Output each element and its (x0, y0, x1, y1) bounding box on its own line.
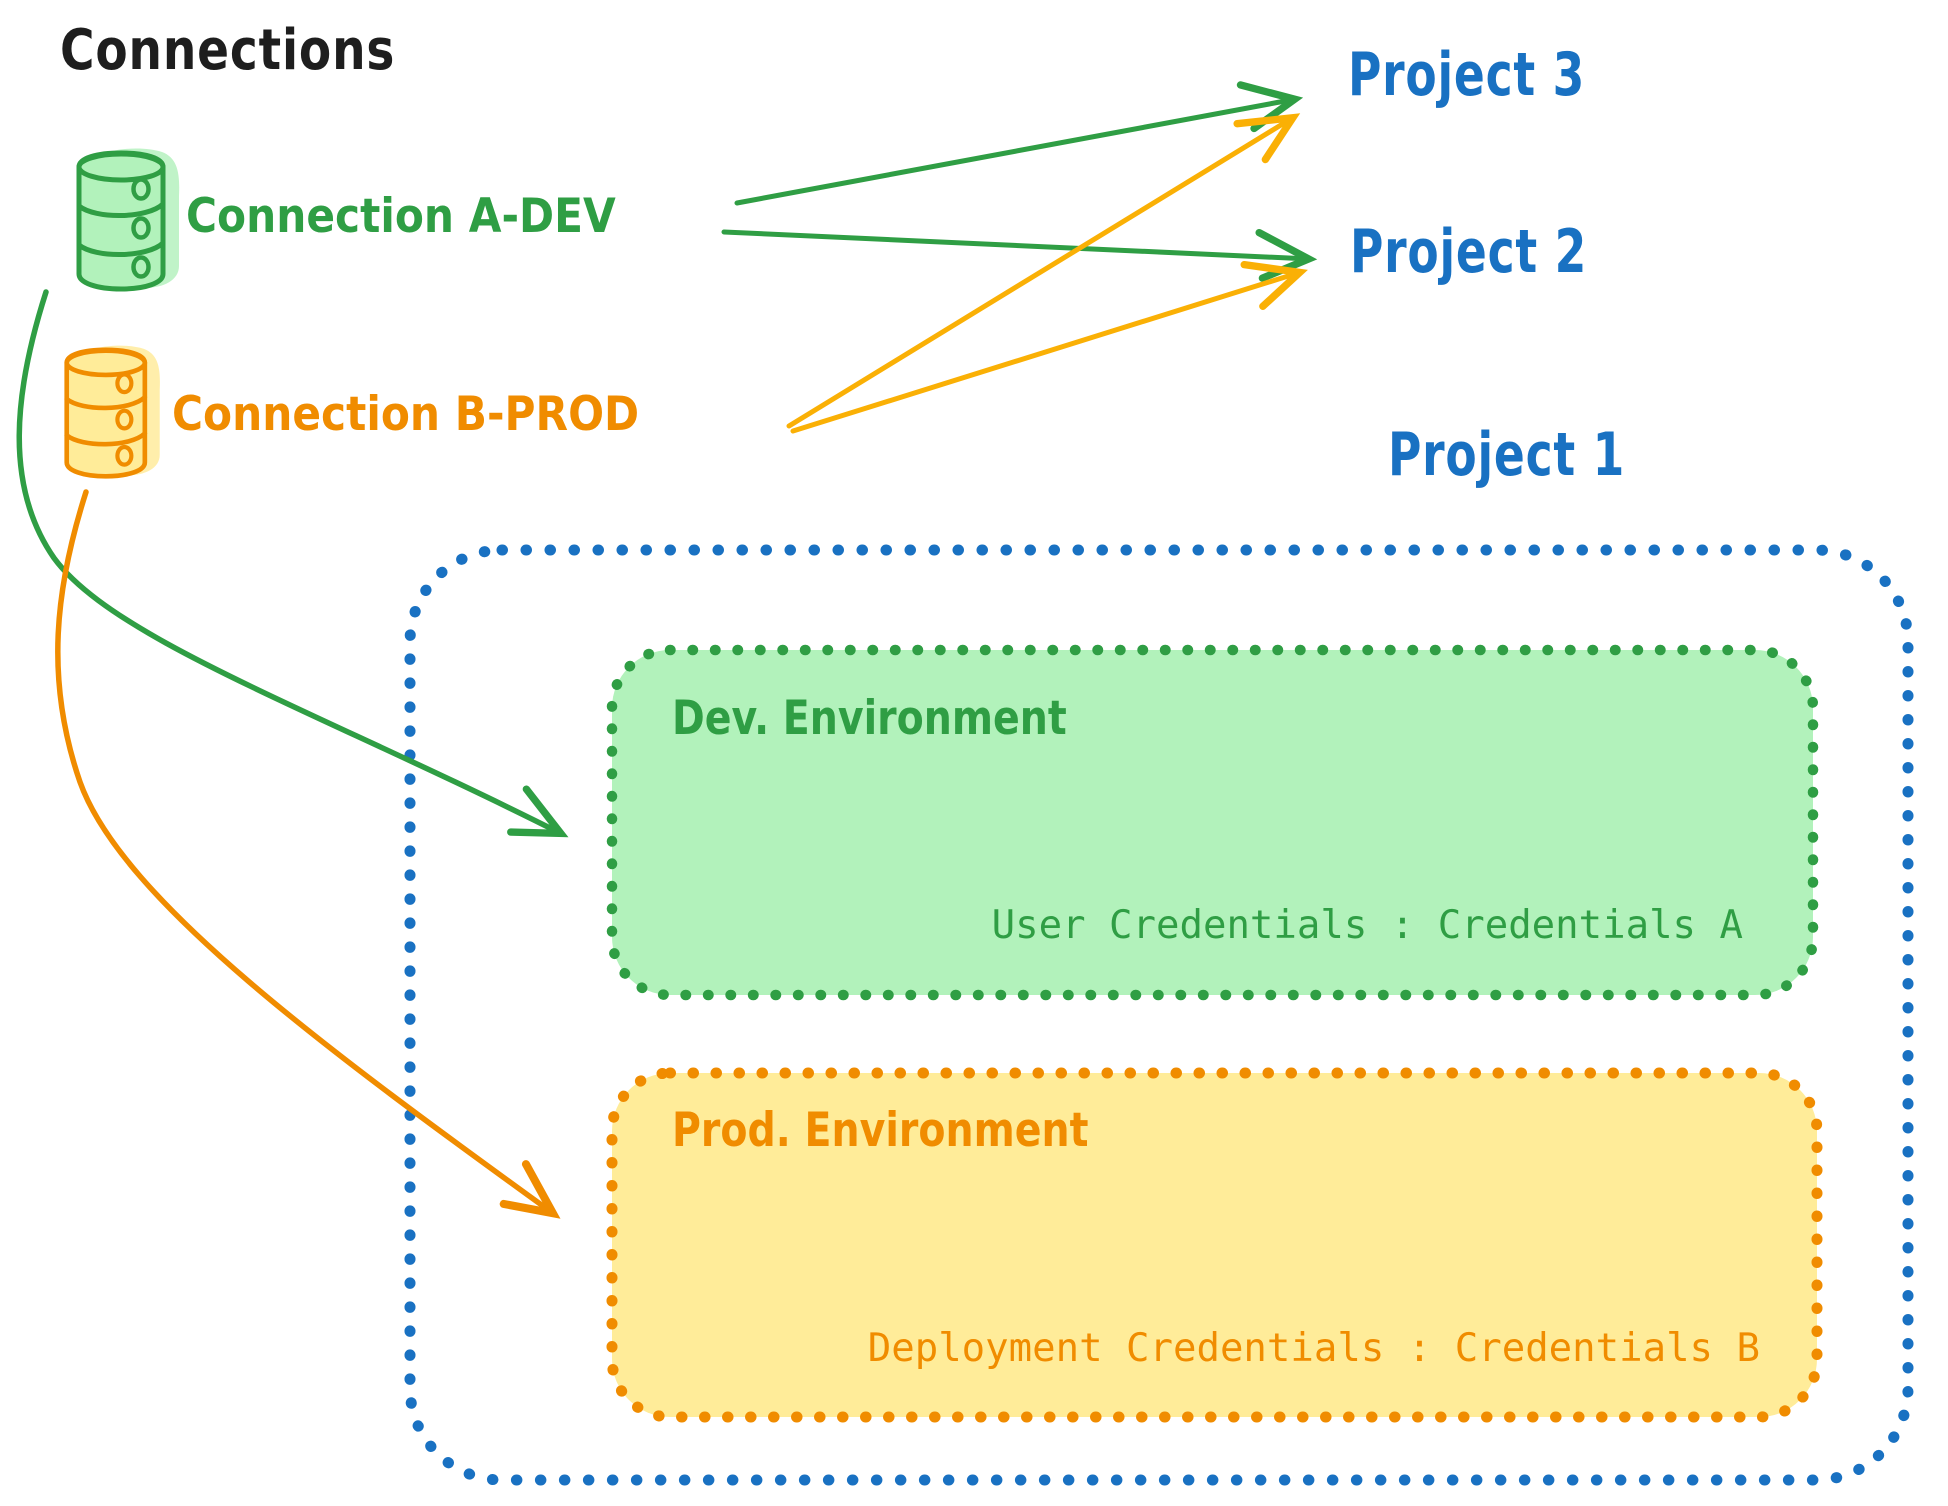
dev-environment-credentials: User Credentials : Credentials A (991, 903, 1743, 948)
arrow-a-dev-to-dev-environment (16, 289, 569, 838)
dev-environment-box (606, 644, 1819, 1001)
arrow-b-prod-to-prod-environment (55, 489, 561, 1219)
database-icon (79, 149, 179, 289)
project-2-label: Project 2 (1350, 217, 1588, 287)
arrow-b-prod-to-project-3 (786, 113, 1301, 429)
project-1-label: Project 1 (1388, 420, 1626, 490)
connection-a-dev-label: Connection A-DEV (186, 189, 616, 244)
prod-environment-credentials: Deployment Credentials : Credentials B (867, 1326, 1760, 1371)
arrow-a-dev-to-project-2 (721, 228, 1318, 282)
arrow-b-prod-to-project-2 (790, 260, 1308, 434)
connection-b-prod-label: Connection B-PROD (172, 387, 640, 442)
project-1-container-box (404, 544, 1914, 1486)
database-icon (67, 346, 160, 477)
prod-environment-title: Prod. Environment (672, 1103, 1089, 1158)
arrow-a-dev-to-project-3 (734, 81, 1304, 206)
project-3-label: Project 3 (1348, 40, 1586, 110)
dev-environment-title: Dev. Environment (672, 691, 1067, 746)
prod-environment-box (606, 1067, 1823, 1423)
page-title: Connections (60, 18, 396, 83)
